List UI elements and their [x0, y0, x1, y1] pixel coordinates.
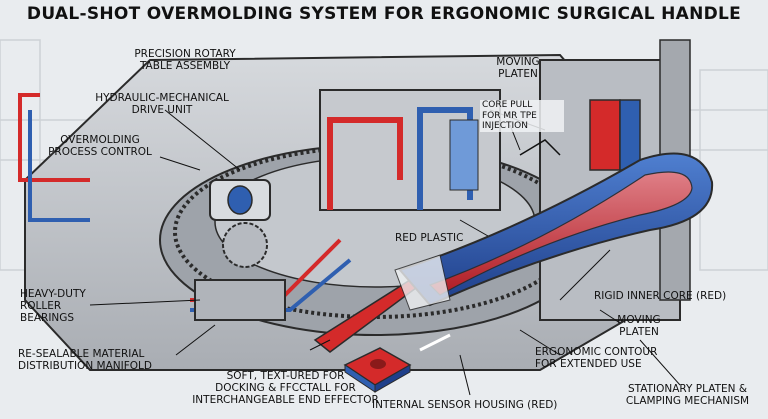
handle-direction-arrow: [419, 333, 451, 352]
label-core-pull: CORE PULL FOR MR TPE INJECTION: [480, 100, 564, 132]
label-precision-rotary: PRECISION ROTARY TABLE ASSEMBLY: [134, 48, 236, 72]
core-pull-arrow: [519, 139, 561, 156]
page-title: DUAL-SHOT OVERMOLDING SYSTEM FOR ERGONOM…: [26, 4, 742, 24]
label-stationary: STATIONARY PLATEN & CLAMPING MECHANISM: [625, 383, 750, 407]
manifold: [194, 279, 286, 321]
mold-block: [319, 89, 501, 211]
sensor-housing-piece: [343, 347, 412, 393]
label-hydraulic-drive: HYDRAULIC-MECHANICAL DRIVE UNIT: [95, 92, 229, 116]
label-soft-textured: SOFT, TEXT-URED FOR DOCKING & FFCCTALL F…: [192, 370, 379, 406]
label-moving-platen-right: MOVING PLATEN: [617, 314, 661, 338]
label-ergonomic: ERGONOMIC CONTOUR FOR EXTENDED USE: [535, 346, 658, 370]
label-overmolding-control: OVERMOLDING PROCESS CONTROL: [48, 134, 152, 158]
surgical-handle: [313, 152, 714, 353]
drive-unit: [209, 179, 271, 268]
label-heavy-duty: HEAVY-DUTY ROLLER BEARINGS: [20, 288, 86, 324]
label-resealable: RE-SEALABLE MATERIAL DISTRIBUTION MANIFO…: [18, 348, 152, 372]
label-moving-platen-top: MOVING PLATEN: [496, 56, 540, 80]
label-red-plastic: RED PLASTIC: [395, 232, 464, 244]
label-rigid-core: RIGID INNER CORE (RED): [594, 290, 727, 302]
label-internal-sensor: INTERNAL SENSOR HOUSING (RED): [372, 399, 558, 411]
